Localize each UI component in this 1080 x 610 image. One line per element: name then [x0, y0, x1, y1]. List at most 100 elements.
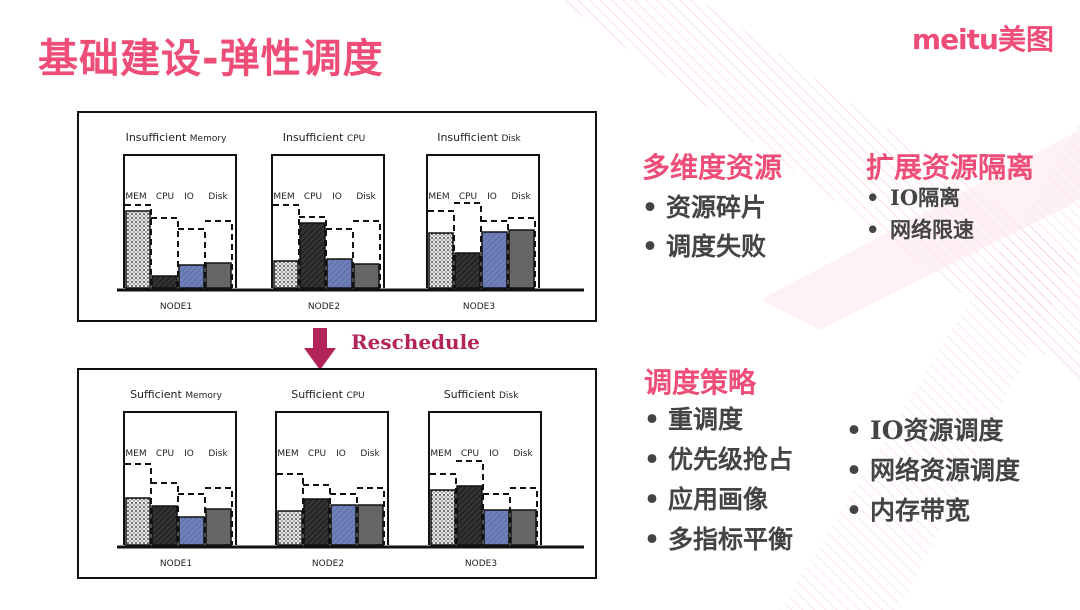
capacity-dashed-line: [456, 460, 484, 545]
multi-dim-list: 资源碎片 调度失败: [642, 188, 766, 266]
node-name-label: NODE2: [312, 559, 344, 569]
isolation-title: 扩展资源隔离: [866, 151, 1035, 184]
node-name-label: NODE3: [465, 559, 497, 569]
usage-bar-mem: [273, 260, 299, 289]
resource-label-mem: MEM: [277, 449, 298, 459]
node-name-label: NODE1: [160, 302, 192, 312]
resource-label-disk: Disk: [356, 192, 376, 202]
capacity-dashed-line: [508, 217, 536, 288]
resource-label-disk: Disk: [360, 449, 380, 459]
capacity-dashed-line: [178, 493, 206, 545]
usage-bar-io: [326, 258, 353, 289]
usage-bar-disk: [357, 504, 384, 546]
list-item: IO隔离: [866, 182, 974, 214]
logo-cjk: 美图: [997, 23, 1054, 56]
resource-label-cpu: CPU: [459, 192, 477, 202]
usage-bar-cpu: [299, 222, 326, 289]
usage-bar-disk: [510, 509, 537, 546]
usage-bar-cpu: [303, 498, 330, 546]
list-item: 应用画像: [644, 480, 793, 520]
list-item: 重调度: [644, 400, 793, 440]
list-item: 内存带宽: [846, 491, 1020, 531]
usage-bar-cpu: [151, 275, 178, 289]
usage-bar-cpu: [456, 485, 483, 546]
resource-label-io: IO: [336, 449, 346, 459]
capacity-dashed-line: [205, 220, 233, 288]
capacity-dashed-line: [454, 202, 482, 288]
resource-label-cpu: CPU: [461, 449, 479, 459]
resource-label-cpu: CPU: [156, 449, 174, 459]
node-box: [123, 411, 237, 545]
list-item: 优先级抢占: [644, 440, 793, 480]
capacity-dashed-line: [125, 463, 152, 545]
capacity-dashed-line: [353, 220, 381, 288]
list-item: 网络资源调度: [846, 451, 1020, 491]
capacity-dashed-line: [277, 473, 304, 545]
capacity-dashed-line: [299, 216, 327, 288]
node-title: Insufficient Disk: [437, 131, 521, 144]
resource-label-io: IO: [487, 192, 497, 202]
node-name-label: NODE1: [160, 559, 192, 569]
usage-bar-mem: [277, 510, 303, 546]
resource-label-io: IO: [489, 449, 499, 459]
resource-label-io: IO: [184, 449, 194, 459]
node-title: Insufficient Memory: [126, 131, 227, 144]
multi-dim-title: 多维度资源: [642, 151, 783, 184]
strategy-list-left: 重调度 优先级抢占 应用画像 多指标平衡: [644, 400, 793, 560]
resource-label-mem: MEM: [125, 192, 146, 202]
list-item: 多指标平衡: [644, 520, 793, 560]
usage-bar-mem: [125, 497, 151, 546]
resource-label-disk: Disk: [511, 192, 531, 202]
capacity-dashed-line: [151, 217, 179, 288]
resource-label-cpu: CPU: [156, 192, 174, 202]
node-title: Sufficient Memory: [130, 388, 223, 401]
usage-bar-disk: [353, 263, 380, 289]
node-name-label: NODE2: [308, 302, 340, 312]
node-name-label: NODE3: [463, 302, 495, 312]
usage-bar-io: [483, 509, 510, 546]
usage-bar-io: [330, 504, 357, 546]
capacity-dashed-line: [481, 220, 509, 288]
capacity-dashed-line: [510, 487, 538, 545]
usage-bar-disk: [205, 508, 232, 546]
resource-label-mem: MEM: [273, 192, 294, 202]
list-item: 调度失败: [642, 227, 766, 266]
usage-bar-mem: [428, 232, 454, 289]
capacity-dashed-line: [273, 204, 300, 288]
usage-bar-disk: [205, 262, 232, 289]
node-box: [271, 154, 385, 288]
capacity-dashed-line: [330, 493, 358, 545]
resource-label-disk: Disk: [208, 192, 228, 202]
page-title: 基础建设-弹性调度: [38, 36, 384, 82]
resource-label-io: IO: [184, 192, 194, 202]
resource-label-disk: Disk: [513, 449, 533, 459]
isolation-list: IO隔离 网络限速: [866, 182, 974, 246]
usage-bar-cpu: [151, 505, 178, 546]
capacity-dashed-line: [125, 204, 152, 288]
node-box: [428, 411, 542, 545]
usage-bar-disk: [508, 229, 535, 289]
logo-latin: meitu: [911, 23, 999, 56]
node-title: Insufficient CPU: [283, 131, 366, 144]
reschedule-label: Reschedule: [351, 330, 480, 354]
usage-bar-io: [178, 516, 205, 546]
usage-bar-io: [481, 231, 508, 289]
capacity-dashed-line: [430, 473, 457, 545]
list-item: 资源碎片: [642, 188, 766, 227]
resource-label-mem: MEM: [125, 449, 146, 459]
resource-label-disk: Disk: [208, 449, 228, 459]
node-title: Sufficient Disk: [444, 388, 519, 401]
capacity-dashed-line: [205, 487, 233, 545]
node-box: [426, 154, 540, 288]
usage-bar-mem: [125, 210, 151, 289]
capacity-dashed-line: [483, 493, 511, 545]
usage-bar-cpu: [454, 252, 481, 289]
